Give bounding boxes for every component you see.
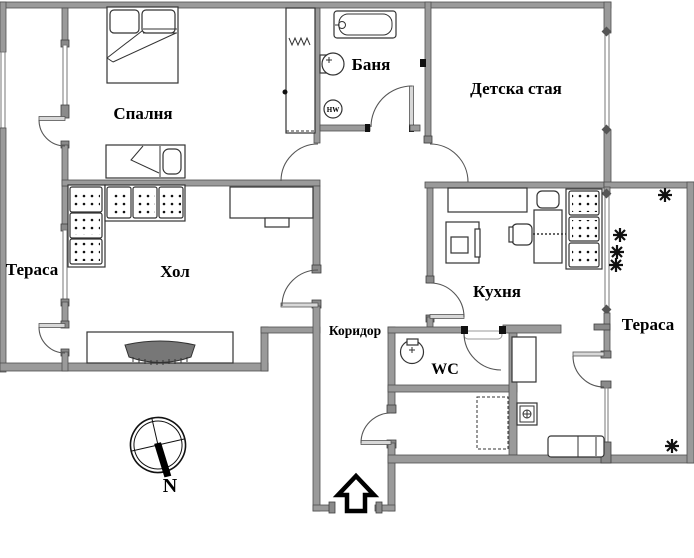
kitchen-couch <box>547 435 605 458</box>
door-arc <box>429 282 465 318</box>
door-arc <box>370 85 413 128</box>
door-arc <box>429 143 469 183</box>
water-heater: HW <box>323 99 343 119</box>
label-terrace-left: Тераса <box>6 260 59 279</box>
door-leaf <box>360 440 392 445</box>
label-terrace-right: Тераса <box>622 315 675 334</box>
label-kids-room: Детска стая <box>470 79 562 98</box>
plant-icon <box>613 228 627 242</box>
bathtub <box>333 10 397 39</box>
door-arc <box>463 332 502 371</box>
compass-north-label: N <box>163 475 178 497</box>
sofa-top <box>104 184 186 222</box>
cabinet <box>511 336 537 383</box>
entrance-arrow <box>332 472 380 514</box>
plant-icon <box>665 439 679 453</box>
door-leaf <box>280 302 319 308</box>
doors <box>38 59 605 514</box>
door-arc <box>280 143 319 182</box>
compass: N <box>129 416 187 497</box>
door-leaf <box>429 314 465 319</box>
bathroom-sink <box>319 52 345 76</box>
label-kitchen: Кухня <box>473 282 521 301</box>
plant-icon <box>658 188 672 202</box>
washing-machine <box>516 402 538 426</box>
door-leaf <box>572 351 605 357</box>
kitchen-chair <box>536 190 560 209</box>
plant-icon <box>609 258 623 272</box>
hall-desk <box>229 186 314 228</box>
wardrobe <box>282 7 316 134</box>
door-leaf <box>409 85 414 126</box>
door-arc <box>281 269 319 307</box>
tv-stand <box>86 331 234 365</box>
door-arc <box>38 326 66 354</box>
plants <box>609 188 679 453</box>
water-heater-label: HW <box>327 106 339 114</box>
door-arc <box>38 119 66 147</box>
label-bathroom: Баня <box>352 55 391 74</box>
label-living-room: Хол <box>160 262 190 281</box>
office-chair <box>508 223 567 246</box>
plant-icon <box>610 245 624 259</box>
door-leaf <box>38 323 66 328</box>
door-arc <box>572 355 605 388</box>
label-corridor: Коридор <box>329 323 381 338</box>
door-leaf <box>463 330 503 340</box>
computer-desk <box>445 221 481 264</box>
kitchen-bench <box>565 188 603 270</box>
walls <box>0 1 694 512</box>
wc-sink <box>399 338 425 365</box>
daybed <box>105 144 186 179</box>
sofa-corner <box>67 184 106 268</box>
label-wc: WC <box>431 361 459 378</box>
label-bedroom: Спалня <box>113 104 172 123</box>
kitchen-counter <box>447 187 528 213</box>
bed-double <box>106 6 179 84</box>
door-leaf <box>38 116 66 121</box>
door-arc <box>360 412 392 444</box>
storage-shelf <box>476 396 509 450</box>
furniture: HW <box>67 6 605 458</box>
kitchen-table <box>533 209 563 264</box>
room-labels: Спалня Баня Детска стая Тераса Хол Корид… <box>6 55 675 378</box>
